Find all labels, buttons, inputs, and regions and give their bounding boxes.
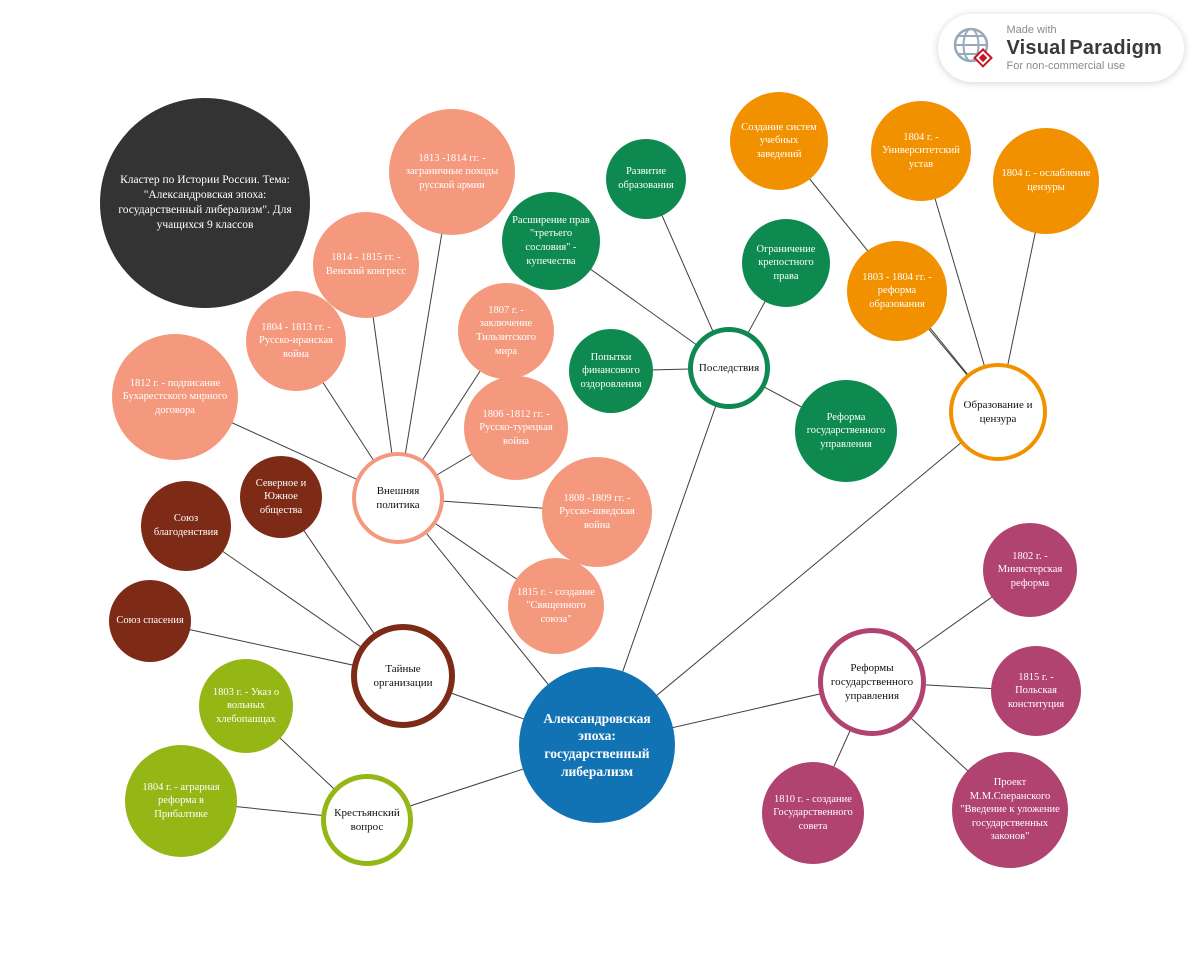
node-tilsit-peace: 1807 г. - заключение Тильзитского мира	[458, 283, 554, 379]
node-education-development: Развитие образования	[606, 139, 686, 219]
node-russo-turkish-war: 1806 -1812 гг. - Русско-турецкая война	[464, 376, 568, 480]
node-russo-iranian-war: 1804 - 1813 гг. - Русско-иранская война	[246, 291, 346, 391]
node-holy-alliance: 1815 г. - создание "Священного союза"	[508, 558, 604, 654]
node-polish-constitution: 1815 г. - Польская конституция	[991, 646, 1081, 736]
node-school-system: Создание систем учебных заведений	[730, 92, 828, 190]
center-topic-node: Александровская эпоха: государственный л…	[519, 667, 675, 823]
node-education-reform: 1803 - 1804 гг. - реформа образования	[847, 241, 947, 341]
hub-state-reforms: Реформы государственного управления	[818, 628, 926, 736]
node-state-council-creation: 1810 г. - создание Государственного сове…	[762, 762, 864, 864]
node-union-of-salvation: Союз спасения	[109, 580, 191, 662]
brand-paradigm: Paradigm	[1069, 36, 1162, 59]
visual-paradigm-globe-icon	[950, 24, 998, 72]
hub-consequences: Последствия	[688, 327, 770, 409]
node-bucharest-treaty: 1812 г. - подписание Бухарестского мирно…	[112, 334, 238, 460]
watermark-made-with-label: Made with	[1006, 24, 1057, 36]
node-ministerial-reform: 1802 г. - Министерская реформа	[983, 523, 1077, 617]
hub-secret-organizations: Тайные организации	[351, 624, 455, 728]
node-foreign-campaigns-1813: 1813 -1814 гг. - заграничные походы русс…	[389, 109, 515, 235]
node-university-statute: 1804 г. - Университетский устав	[871, 101, 971, 201]
node-baltic-agrarian-reform: 1804 г. - аграрная реформа в Прибалтике	[125, 745, 237, 857]
diagram-title-note: Кластер по Истории России. Тема: "Алекса…	[100, 98, 310, 308]
node-merchant-rights: Расширение прав "третьего сословия" - ку…	[502, 192, 600, 290]
node-state-administration-reform: Реформа государственного управления	[795, 380, 897, 482]
node-free-ploughmen-decree: 1803 г. - Указ о вольных хлебопашцах	[199, 659, 293, 753]
brand-visual: Visual	[1006, 36, 1067, 59]
hub-education-censorship: Образование и цензура	[949, 363, 1047, 461]
node-speransky-project: Проект М.М.Сперанского "Введение к уложе…	[952, 752, 1068, 868]
node-censorship-easing: 1804 г. - ослабление цензуры	[993, 128, 1099, 234]
hub-peasant-question: Крестьянский вопрос	[321, 774, 413, 866]
watermark-license-label: For non-commercial use	[1006, 59, 1126, 72]
node-russo-swedish-war: 1808 -1809 гг. - Русско-шведская война	[542, 457, 652, 567]
node-union-of-welfare: Союз благоденствия	[141, 481, 231, 571]
node-financial-recovery: Попытки финансового оздоровления	[569, 329, 653, 413]
hub-foreign-policy: Внешняя политика	[352, 452, 444, 544]
node-vienna-congress: 1814 - 1815 гг. - Венский конгресс	[313, 212, 419, 318]
node-serfdom-limitation: Ограничение крепостного права	[742, 219, 830, 307]
node-northern-southern-societies: Северное и Южное общества	[240, 456, 322, 538]
